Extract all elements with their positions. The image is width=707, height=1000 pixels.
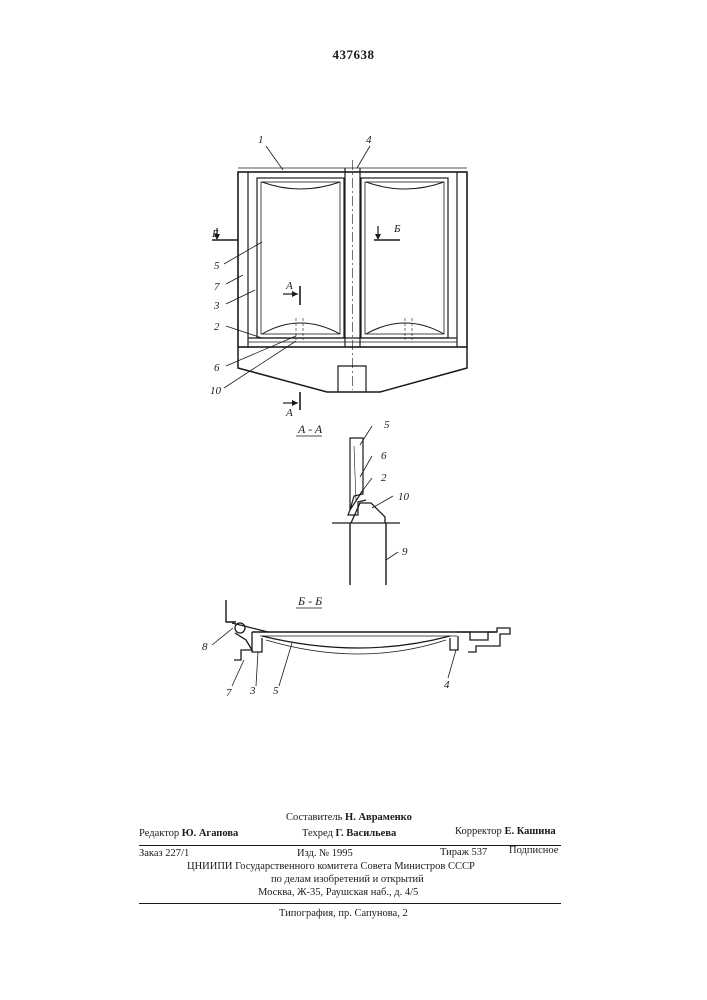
label-5: 5 bbox=[214, 260, 220, 272]
label-10: 10 bbox=[210, 385, 222, 397]
editor-label: Редактор bbox=[139, 828, 179, 839]
label-aa-10: 10 bbox=[398, 491, 410, 503]
printer-line: Типография, пр. Сапунова, 2 bbox=[279, 909, 408, 920]
label-aa-9: 9 bbox=[402, 546, 408, 558]
label-aa-6: 6 bbox=[381, 450, 387, 462]
label-bb-3: 3 bbox=[249, 685, 256, 697]
circulation: Тираж 537 bbox=[440, 848, 487, 859]
label-bb-8: 8 bbox=[202, 641, 208, 653]
label-2: 2 bbox=[214, 321, 220, 333]
org-line-2: по делам изобретений и открытий bbox=[271, 875, 424, 886]
label-1: 1 bbox=[258, 134, 264, 146]
divider-bottom bbox=[139, 903, 561, 904]
label-6: 6 bbox=[214, 362, 220, 374]
figure-front-view bbox=[212, 146, 467, 410]
label-3: 3 bbox=[213, 300, 220, 312]
label-aa-2: 2 bbox=[381, 472, 387, 484]
label-bb-7: 7 bbox=[226, 687, 232, 699]
org-line-1: ЦНИИПИ Государственного комитета Совета … bbox=[187, 862, 475, 873]
subscription-note: Подписное bbox=[509, 846, 558, 857]
label-cut-b-left: Б bbox=[211, 228, 219, 240]
editor-line: Редактор Ю. Агапова bbox=[139, 829, 238, 840]
section-b-b bbox=[212, 600, 510, 686]
figure-labels: 1 4 Б Б 5 7 A 3 2 6 10 A A - A 5 6 2 10 … bbox=[202, 134, 450, 699]
label-aa-5: 5 bbox=[384, 419, 390, 431]
editor-name: Ю. Агапова bbox=[182, 828, 239, 839]
label-cut-a-top: A bbox=[285, 280, 293, 292]
label-bb-4: 4 bbox=[444, 679, 450, 691]
techred-label: Техред bbox=[302, 828, 333, 839]
edition-number: Изд. № 1995 bbox=[297, 849, 353, 860]
order-number: Заказ 227/1 bbox=[139, 849, 189, 860]
label-cut-a-bottom: A bbox=[285, 407, 293, 419]
divider-top bbox=[139, 845, 561, 846]
techred-line: Техред Г. Васильева bbox=[302, 829, 396, 840]
label-7: 7 bbox=[214, 281, 220, 293]
corrector-line: Корректор Е. Кашина bbox=[455, 827, 556, 838]
label-4: 4 bbox=[366, 134, 372, 146]
compiler-line: Составитель Н. Авраменко bbox=[286, 813, 412, 824]
techred-name: Г. Васильева bbox=[336, 828, 397, 839]
corrector-name: Е. Кашина bbox=[504, 826, 555, 837]
label-bb-5: 5 bbox=[273, 685, 279, 697]
compiler-name: Н. Авраменко bbox=[345, 812, 412, 823]
section-b-b-title: Б - Б bbox=[297, 594, 322, 608]
org-line-3: Москва, Ж-35, Раушская наб., д. 4/5 bbox=[258, 888, 418, 899]
compiler-label: Составитель bbox=[286, 812, 342, 823]
label-cut-b-right: Б bbox=[393, 223, 401, 235]
corrector-label: Корректор bbox=[455, 826, 502, 837]
section-a-a-title: A - A bbox=[297, 422, 323, 436]
